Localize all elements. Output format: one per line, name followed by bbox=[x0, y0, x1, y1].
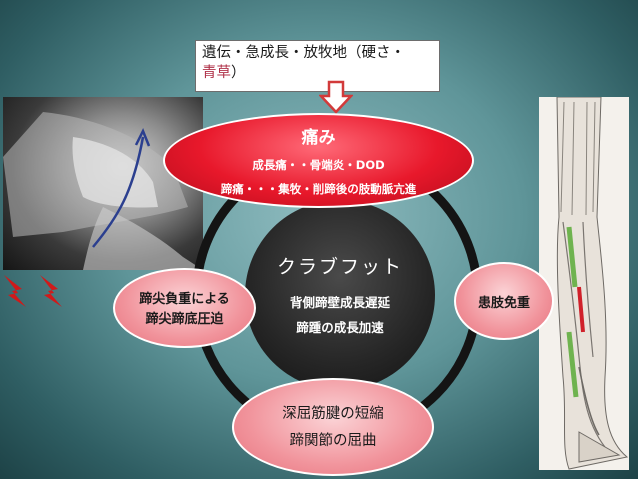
tendon-shortening-line1: 深屈筋腱の短縮 bbox=[282, 406, 384, 422]
pain-node: 痛み 成長痛・・骨端炎・DOD 蹄痛・・・集牧・削蹄後の肢動脈亢進 bbox=[163, 113, 474, 208]
hoof-xray-image bbox=[3, 97, 203, 270]
center-title: クラブフット bbox=[276, 256, 403, 278]
limb-anatomy-image bbox=[539, 97, 629, 470]
limb-unloading-label: 患肢免重 bbox=[477, 296, 530, 311]
cause-note-line2-end: ） bbox=[231, 65, 246, 81]
pain-line2: 蹄痛・・・集牧・削蹄後の肢動脈亢進 bbox=[220, 182, 417, 196]
limb-anatomy-drawing bbox=[556, 97, 629, 470]
club-foot-center: クラブフット 背側蹄壁成長遅延 蹄踵の成長加速 bbox=[245, 200, 435, 390]
toe-loading-line2: 蹄尖蹄底圧迫 bbox=[145, 312, 224, 327]
xray-bones-drawing bbox=[3, 112, 203, 270]
center-line1: 背側蹄壁成長遅延 bbox=[289, 295, 390, 310]
pressure-arrow-icon bbox=[4, 275, 62, 307]
center-line2: 蹄踵の成長加速 bbox=[296, 320, 384, 335]
tendon-path-arrow-icon bbox=[92, 136, 145, 248]
tendon-shortening-line2: 蹄関節の屈曲 bbox=[289, 433, 377, 449]
toe-loading-line1: 蹄尖負重による bbox=[139, 292, 230, 307]
toe-loading-node: 蹄尖負重による 蹄尖蹄底圧迫 bbox=[113, 268, 256, 348]
cause-note-box: 遺伝・急成長・放牧地（硬さ・ 青草） bbox=[195, 40, 440, 92]
limb-unloading-node: 患肢免重 bbox=[454, 262, 554, 340]
down-arrow-icon bbox=[319, 80, 353, 114]
cause-note-line2-colored: 青草 bbox=[202, 65, 231, 81]
pain-title: 痛み bbox=[301, 128, 336, 148]
tendon-shortening-node: 深屈筋腱の短縮 蹄関節の屈曲 bbox=[232, 378, 434, 476]
pain-line1: 成長痛・・骨端炎・DOD bbox=[252, 158, 385, 172]
cause-note-line1: 遺伝・急成長・放牧地（硬さ・ bbox=[202, 45, 405, 61]
